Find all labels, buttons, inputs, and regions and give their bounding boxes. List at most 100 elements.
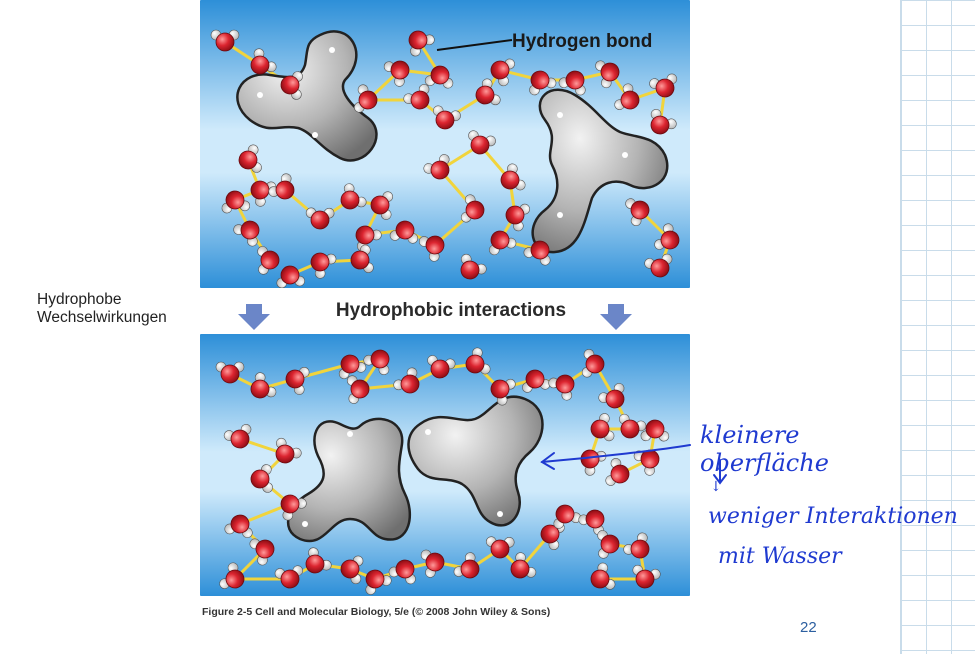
water-molecule <box>310 252 337 279</box>
water-molecule <box>505 203 531 232</box>
water-molecule <box>553 504 582 529</box>
water-molecule <box>468 130 496 155</box>
water-molecule <box>370 191 394 220</box>
water-molecule <box>250 48 277 75</box>
water-molecule <box>418 235 445 262</box>
hydrogen-bond-pointer <box>436 39 513 51</box>
water-molecule <box>625 198 650 227</box>
pen-arrow <box>540 444 727 485</box>
water-molecule <box>280 71 303 100</box>
water-molecule <box>274 565 304 589</box>
water-molecule <box>210 29 240 52</box>
water-molecule <box>305 207 335 230</box>
water-molecule <box>644 253 673 278</box>
down-arrow-icon <box>600 304 632 330</box>
water-molecule <box>223 424 252 449</box>
water-molecule <box>424 65 454 89</box>
water-molecule <box>346 375 370 404</box>
water-molecule <box>250 464 273 493</box>
water-molecule <box>475 78 501 106</box>
water-molecule <box>238 144 262 173</box>
water-molecule <box>485 536 515 559</box>
water-molecule <box>215 361 245 384</box>
water-molecule <box>285 366 310 395</box>
water-molecule <box>388 559 416 585</box>
note-line-3: ↓ <box>710 479 722 495</box>
note-line-2: oberfläche <box>700 449 829 477</box>
water-molecule <box>393 367 420 394</box>
water-molecule <box>650 108 677 135</box>
water-molecule <box>305 547 332 574</box>
water-molecule <box>363 349 390 376</box>
water-molecule <box>488 230 517 256</box>
water-molecule <box>275 437 302 464</box>
water-molecule <box>633 449 660 476</box>
water-molecule <box>529 70 557 96</box>
water-molecule <box>221 190 251 214</box>
hydrophobic-interactions-label: Hydrophobic interactions <box>335 300 567 321</box>
water-molecule <box>500 163 526 191</box>
water-molecule <box>623 532 650 559</box>
notebook-grid-panel <box>900 0 975 654</box>
page-number: 22 <box>800 619 817 636</box>
water-molecule <box>219 562 245 589</box>
water-molecule <box>460 253 487 280</box>
figure-panel-separated: Hydrogen bond <box>200 0 690 288</box>
water-molecule <box>654 223 680 250</box>
down-arrow-icon <box>238 304 270 330</box>
water-molecule <box>548 374 575 401</box>
hydrophobic-molecule <box>407 395 544 527</box>
side-label-line-2: Wechselwirkungen <box>37 309 167 326</box>
water-molecule <box>383 60 410 87</box>
water-molecule <box>632 564 661 589</box>
water-molecule <box>420 549 445 578</box>
water-molecule <box>365 569 392 595</box>
water-molecule <box>580 449 607 476</box>
figure-caption: Figure 2-5 Cell and Molecular Biology, 5… <box>202 606 551 618</box>
water-molecule <box>640 419 670 442</box>
water-molecule <box>598 383 625 409</box>
water-molecules <box>215 347 670 595</box>
note-line-4: weniger Interaktionen <box>708 504 958 529</box>
water-molecule <box>233 220 260 247</box>
water-molecule <box>249 538 275 566</box>
water-molecule <box>423 154 450 180</box>
water-molecule <box>649 73 678 98</box>
figure-panel-aggregated <box>200 334 690 596</box>
water-molecule <box>597 530 620 559</box>
water-molecule <box>523 240 551 266</box>
water-molecule <box>353 84 378 113</box>
hydrophobic-molecule <box>287 417 412 543</box>
water-molecule <box>465 347 491 375</box>
water-molecule <box>510 552 537 579</box>
water-molecule <box>427 355 456 379</box>
water-molecule <box>590 562 616 590</box>
handwritten-note: kleinere oberfläche ↓ weniger Interaktio… <box>540 421 958 569</box>
water-molecule <box>453 552 480 579</box>
water-molecule <box>558 70 586 96</box>
water-molecule <box>340 183 367 210</box>
water-molecule <box>581 349 605 378</box>
water-molecule <box>590 413 615 442</box>
water-molecules <box>210 29 680 288</box>
aggregated-molecules-illustration <box>200 334 690 596</box>
hydrogen-bond-label: Hydrogen bond <box>512 31 652 52</box>
water-molecule <box>403 84 430 110</box>
water-molecule <box>432 105 461 130</box>
water-molecule <box>250 372 277 399</box>
note-line-5: mit Wasser <box>718 544 843 569</box>
water-molecule <box>618 413 647 439</box>
water-molecule <box>280 494 307 521</box>
water-molecule <box>490 58 515 87</box>
water-molecule <box>490 378 516 406</box>
water-molecule <box>340 555 364 585</box>
hydrophobic-molecule <box>531 88 669 254</box>
water-molecule <box>389 220 419 244</box>
water-molecule <box>595 60 620 89</box>
side-label: Hydrophobe Wechselwirkungen <box>37 291 167 327</box>
water-molecule <box>522 369 551 393</box>
water-molecule <box>257 246 280 275</box>
water-molecule <box>268 173 295 200</box>
water-molecule <box>614 83 640 110</box>
water-molecule <box>276 265 305 288</box>
